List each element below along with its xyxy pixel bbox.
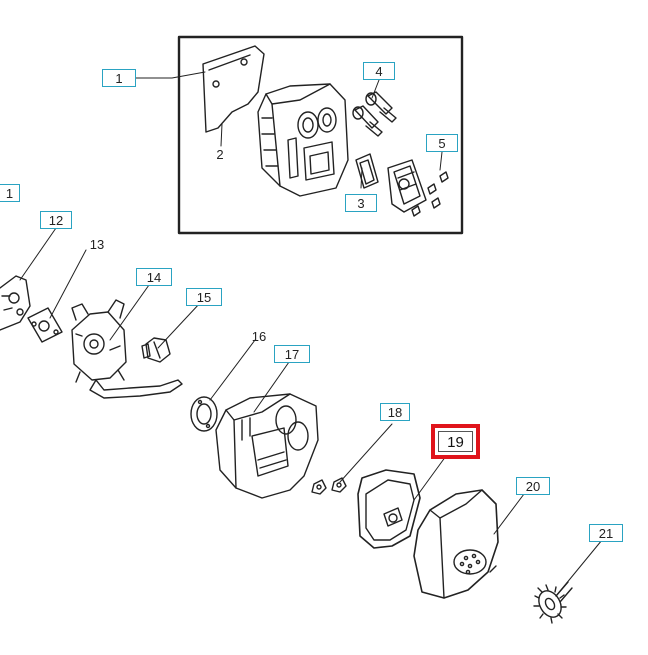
part-14-carburetor[interactable]: [71, 299, 183, 399]
callout-3[interactable]: 3: [345, 194, 377, 212]
callout-1[interactable]: 1: [102, 69, 136, 87]
part-15-primer-bulb[interactable]: [141, 337, 171, 363]
callout-18[interactable]: 18: [380, 403, 410, 421]
callout-17[interactable]: 17: [274, 345, 310, 363]
callout-12[interactable]: 12: [40, 211, 72, 229]
part-17-filter-housing[interactable]: [215, 393, 319, 499]
callout-5[interactable]: 5: [426, 134, 458, 152]
callout-19-highlighted[interactable]: 19: [431, 424, 480, 459]
callout-21[interactable]: 21: [589, 524, 623, 542]
part-4-bolts[interactable]: [352, 91, 397, 137]
part-2-heat-shield[interactable]: [202, 45, 265, 133]
callout-14[interactable]: 14: [136, 268, 172, 286]
callout-15[interactable]: 15: [186, 288, 222, 306]
part-12-carburetor-partial[interactable]: [0, 275, 31, 331]
part-21-knob[interactable]: [533, 581, 573, 624]
leader-lines: [19, 71, 603, 597]
callout-13[interactable]: 13: [89, 237, 105, 252]
callout-2[interactable]: 2: [216, 147, 224, 162]
callout-1-left[interactable]: 1: [0, 184, 20, 202]
part-3-gasket[interactable]: [355, 153, 379, 189]
callout-19: 19: [438, 431, 473, 452]
part-13-gasket[interactable]: [27, 307, 63, 343]
part-16-gasket[interactable]: [190, 396, 218, 432]
part-19-air-filter[interactable]: [357, 469, 421, 549]
callout-20[interactable]: 20: [516, 477, 550, 495]
part-5-cover-plate[interactable]: [387, 159, 449, 217]
part-20-filter-cover[interactable]: [413, 489, 499, 599]
callout-4[interactable]: 4: [363, 62, 395, 80]
part-18-nuts[interactable]: [311, 477, 347, 495]
callout-16[interactable]: 16: [251, 329, 267, 344]
part-1-muffler[interactable]: [257, 83, 349, 197]
muffler-assembly-frame: [177, 35, 464, 235]
